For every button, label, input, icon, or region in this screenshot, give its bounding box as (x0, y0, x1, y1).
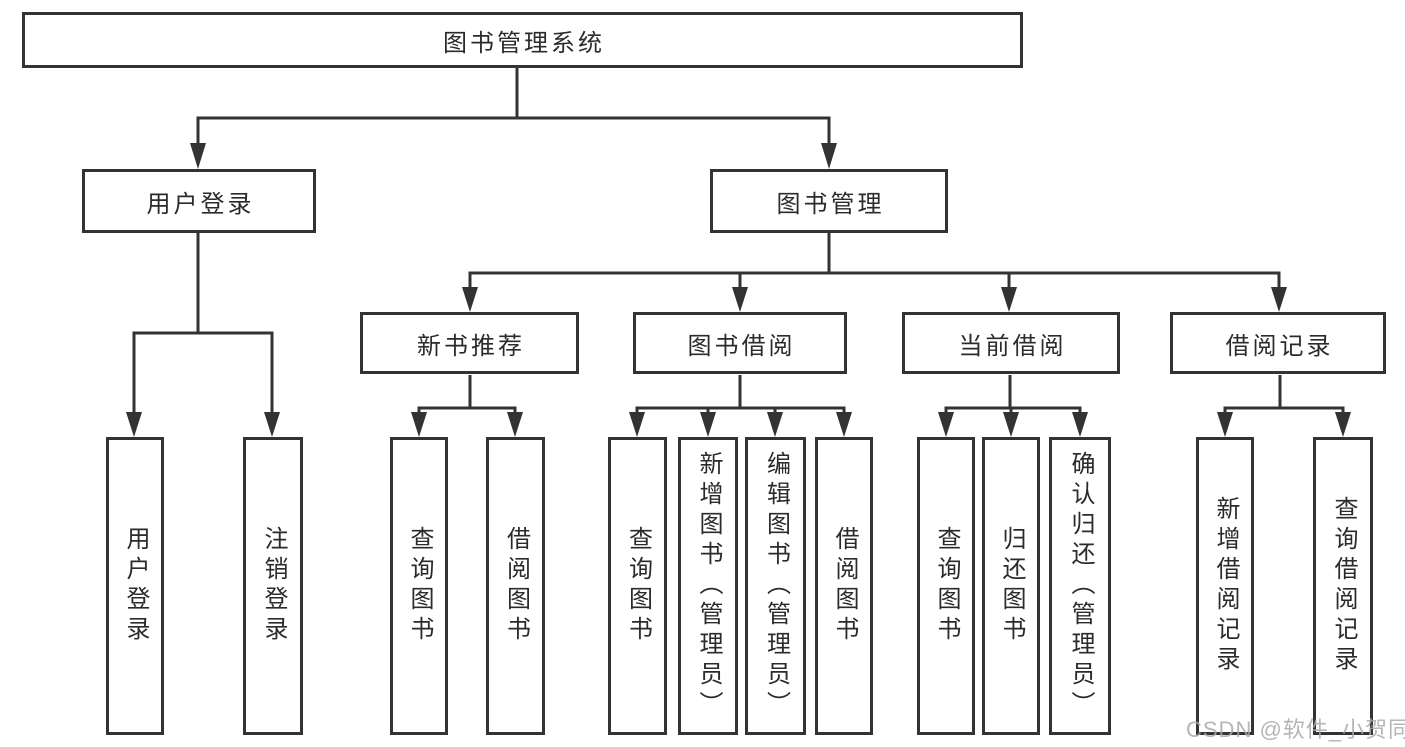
csdn-watermark: CSDN @软件_小贺同学 (1186, 717, 1405, 742)
connector-root-to-level2 (190, 68, 837, 169)
node-new-book-recommend: 新书推荐 (360, 312, 579, 374)
arrowhead-down-icon (462, 287, 478, 312)
leaf-label: 新增借阅记录 (1212, 496, 1239, 676)
arrowhead-down-icon (411, 412, 427, 437)
arrowhead-down-icon (700, 412, 716, 437)
arrowhead-down-icon (836, 412, 852, 437)
leaf-label: 借阅图书 (831, 526, 858, 646)
leaf-label: 新增图书（管理员） (695, 451, 722, 721)
arrowhead-down-icon (190, 143, 206, 169)
arrowhead-down-icon (1271, 287, 1287, 312)
arrowhead-down-icon (938, 412, 954, 437)
leaf-label: 查询图书 (933, 526, 960, 646)
leaf-return-books: 归还图书 (982, 437, 1040, 735)
connector-user-login-children (126, 233, 280, 437)
connector-borrow-records-children (1217, 375, 1351, 437)
leaf-label: 查询图书 (624, 526, 652, 646)
leaf-label: 编辑图书（管理员） (762, 451, 790, 721)
leaf-query-borrow-record: 查询借阅记录 (1313, 437, 1373, 735)
arrowhead-down-icon (1335, 412, 1351, 437)
leaf-label: 查询借阅记录 (1330, 496, 1357, 676)
connector-book-borrow-children (629, 375, 852, 437)
leaf-query-books-recommend: 查询图书 (390, 437, 448, 735)
leaf-label: 借阅图书 (502, 526, 530, 646)
leaf-label: 用户登录 (122, 526, 149, 646)
arrowhead-down-icon (767, 412, 783, 437)
arrowhead-down-icon (732, 287, 748, 312)
leaf-query-books-borrow: 查询图书 (608, 437, 667, 735)
leaf-edit-books-admin: 编辑图书（管理员） (745, 437, 806, 735)
leaf-borrow-books: 借阅图书 (815, 437, 873, 735)
leaf-confirm-return-admin: 确认归还（管理员） (1049, 437, 1111, 735)
node-book-management: 图书管理 (710, 169, 948, 233)
leaf-add-books-admin: 新增图书（管理员） (678, 437, 738, 735)
leaf-user-login: 用户登录 (106, 437, 164, 735)
arrowhead-down-icon (821, 143, 837, 169)
node-book-borrow: 图书借阅 (633, 312, 847, 374)
leaf-label: 查询图书 (406, 526, 433, 646)
leaf-logout-login: 注销登录 (243, 437, 303, 735)
arrowhead-down-icon (507, 412, 523, 437)
arrowhead-down-icon (1217, 412, 1233, 437)
arrowhead-down-icon (126, 412, 142, 437)
leaf-borrow-books-recommend: 借阅图书 (486, 437, 545, 735)
node-user-login: 用户登录 (82, 169, 316, 233)
node-root-system: 图书管理系统 (22, 12, 1023, 68)
arrowhead-down-icon (629, 412, 645, 437)
leaf-label: 确认归还（管理员） (1067, 451, 1094, 721)
arrowhead-down-icon (1003, 412, 1019, 437)
node-borrow-records: 借阅记录 (1170, 312, 1386, 374)
arrowhead-down-icon (1001, 287, 1017, 312)
leaf-query-books-current: 查询图书 (917, 437, 975, 735)
connector-current-borrow-children (938, 375, 1088, 437)
leaf-label: 注销登录 (260, 526, 287, 646)
node-current-borrow: 当前借阅 (902, 312, 1120, 374)
leaf-add-borrow-record: 新增借阅记录 (1196, 437, 1254, 735)
connector-new-book-children (411, 375, 523, 437)
arrowhead-down-icon (264, 412, 280, 437)
leaf-label: 归还图书 (998, 526, 1025, 646)
connector-book-management-children (462, 233, 1287, 312)
arrowhead-down-icon (1072, 412, 1088, 437)
